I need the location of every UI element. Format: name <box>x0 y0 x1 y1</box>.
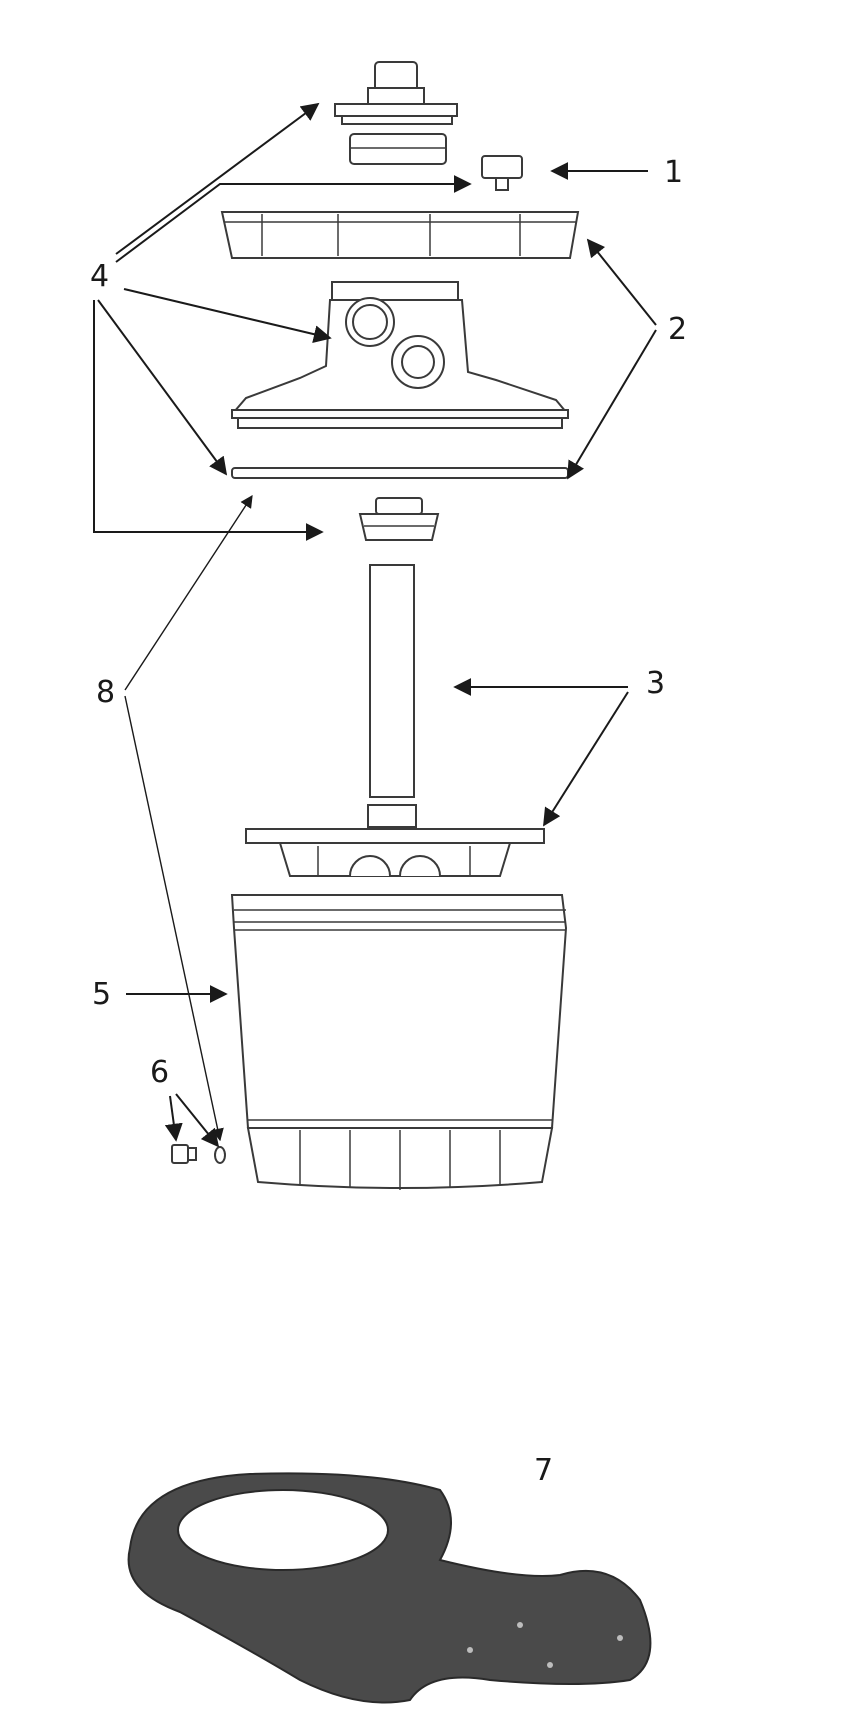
callout-2: 2 <box>668 312 687 347</box>
part-2-o-ring <box>231 467 569 479</box>
callout-4: 4 <box>90 259 109 294</box>
callout-labels: 1 2 3 4 5 6 7 8 <box>90 155 687 1488</box>
part-4-valve-body <box>231 281 569 429</box>
part-1-gauge-plug <box>481 155 523 191</box>
part-4-hub-cap <box>358 497 440 541</box>
valve-handle-assembly <box>334 61 458 165</box>
part-2-lid-collar <box>220 211 580 259</box>
callout-5: 5 <box>92 977 111 1012</box>
part-6-drain-plug <box>171 1144 226 1164</box>
part-3-lateral-plate <box>245 828 545 877</box>
leader-lines <box>93 102 657 1148</box>
callout-7: 7 <box>534 1453 553 1488</box>
callout-1: 1 <box>664 155 683 190</box>
part-5-tank-body <box>230 894 568 1190</box>
part-3-standpipe <box>367 564 417 828</box>
callout-8: 8 <box>96 675 115 710</box>
callout-3: 3 <box>646 666 665 701</box>
part-7-tank-base <box>127 1472 652 1704</box>
callout-6: 6 <box>150 1055 169 1090</box>
